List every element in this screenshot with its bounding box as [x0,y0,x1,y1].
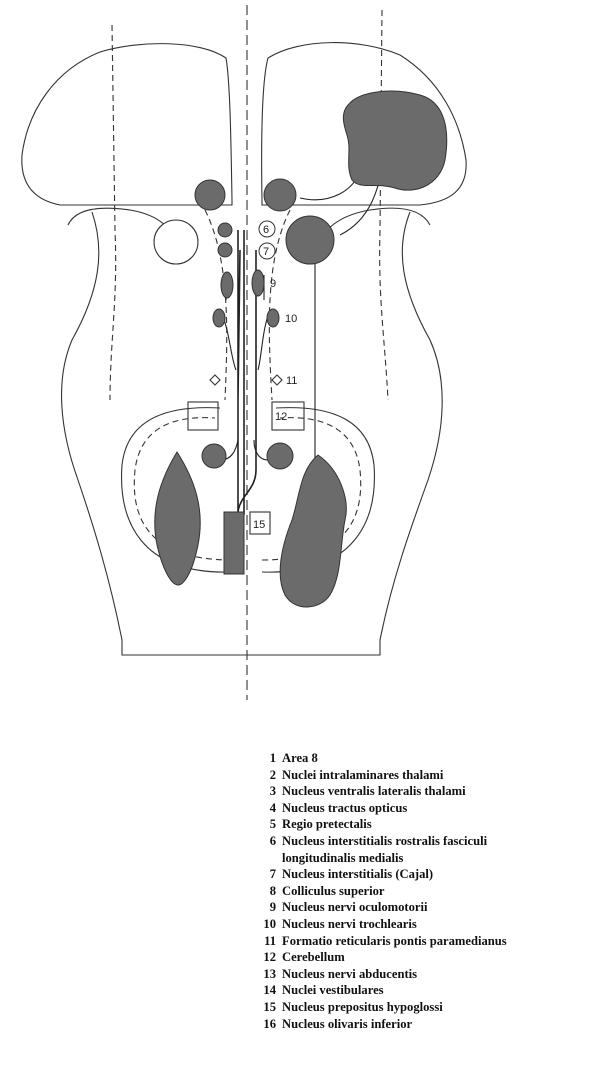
legend-text: Area 8 [282,750,318,767]
legend-number: 3 [252,783,282,800]
legend-text: Cerebellum [282,949,345,966]
open-circle [154,220,198,264]
legend-text: Nucleus tractus opticus [282,800,407,817]
legend-number: 16 [252,1016,282,1033]
right-diamond [272,375,282,385]
right-trochlear [267,309,279,327]
legend-number: 9 [252,899,282,916]
legend-number: 11 [252,933,282,950]
legend-text: Nucleus interstitialis rostralis fascicu… [282,833,487,850]
left-oculomotor [221,272,233,298]
small-connections [220,275,270,460]
legend-text: Colliculus superior [282,883,385,900]
left-hemisphere-outline [22,44,232,205]
superior-colliculus [286,216,334,264]
legend-text: Nuclei vestibulares [282,982,384,999]
legend-text: Nucleus prepositus hypoglossi [282,999,443,1016]
left-dashed-line [110,25,227,400]
legend-text: Nucleus nervi oculomotorii [282,899,428,916]
legend-item: longitudinalis medialis [252,850,592,867]
label-6: 6 [263,224,269,236]
left-small-nucleus-b [218,243,232,257]
legend-text: longitudinalis medialis [282,850,403,867]
legend-text: Nucleus nervi trochlearis [282,916,417,933]
legend-text: Formatio reticularis pontis paramedianus [282,933,507,950]
legend-text: Nucleus ventralis lateralis thalami [282,783,466,800]
left-cerebellum-box [188,402,218,430]
left-diamond [210,375,220,385]
right-abducens [267,443,293,469]
legend-text: Nuclei intralaminares thalami [282,767,443,784]
legend-number: 8 [252,883,282,900]
legend-text: Nucleus interstitialis (Cajal) [282,866,433,883]
right-oculomotor [252,270,264,296]
legend-number: 12 [252,949,282,966]
right-nucleus-top [264,179,296,211]
prepositus-nucleus [224,512,244,574]
legend-number: 6 [252,833,282,850]
left-small-nucleus-a [218,223,232,237]
legend-number: 4 [252,800,282,817]
label-11: 11 [286,375,297,387]
legend-number: 1 [252,750,282,767]
left-trochlear [213,309,225,327]
legend-number: 2 [252,767,282,784]
legend-number: 5 [252,816,282,833]
left-abducens [202,444,226,468]
label-9: 9 [270,278,276,290]
area-8-shape [343,91,446,190]
label-15: 15 [253,519,265,531]
legend-text: Nucleus nervi abducentis [282,966,417,983]
legend-number [252,850,282,867]
legend-number: 13 [252,966,282,983]
label-10: 10 [285,313,297,325]
legend-number: 15 [252,999,282,1016]
legend-text: Nucleus olivaris inferior [282,1016,412,1033]
left-vestibular-nuclei [155,452,201,585]
legend-number: 7 [252,866,282,883]
right-peduncle [318,208,430,250]
legend-text: Regio pretectalis [282,816,372,833]
left-nucleus-top [195,180,225,210]
inferior-olive [280,455,346,607]
legend-number: 10 [252,916,282,933]
brainstem-diagram: 6 7 9 10 11 12 15 [0,0,598,700]
legend-number: 14 [252,982,282,999]
label-12: 12 [275,411,287,423]
label-7: 7 [263,246,269,258]
